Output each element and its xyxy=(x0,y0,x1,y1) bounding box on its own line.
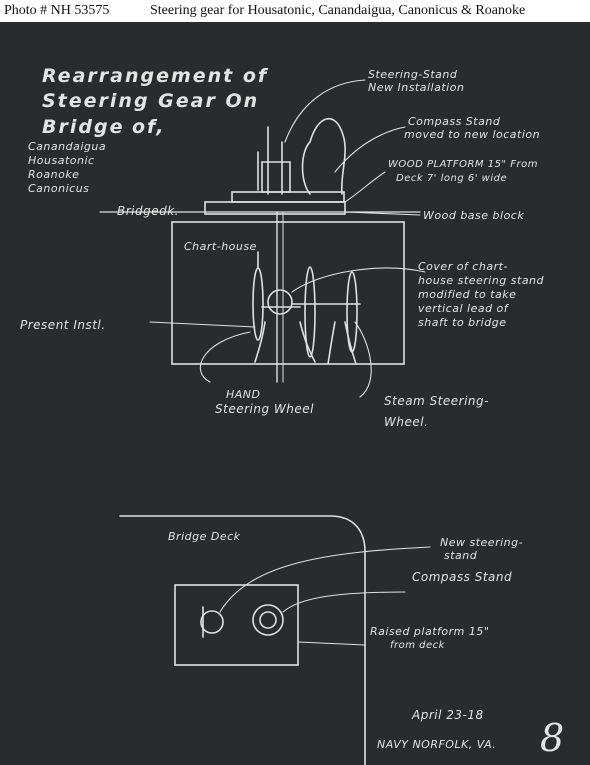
compass-stand-label: Compass Stand xyxy=(408,115,501,128)
navy-yard-label: NAVY NORFOLK, VA. xyxy=(377,738,497,751)
cover-label: modified to take xyxy=(418,288,517,301)
photo-number: Photo # NH 53575 xyxy=(4,3,110,18)
hand-wheel-sublabel: Steering Wheel xyxy=(215,402,314,416)
steering-stand-label: Steering-Stand xyxy=(368,68,458,81)
plan-view xyxy=(119,515,431,765)
ship-name: Roanoke xyxy=(28,168,80,181)
bridgedk-label: Bridgedk. xyxy=(117,204,179,218)
date-label: April 23-18 xyxy=(412,708,484,722)
ship-name: Housatonic xyxy=(28,154,95,167)
blueprint-photo: Rearrangement of Steering Gear On Bridge… xyxy=(0,22,590,765)
new-stand-label: New steering- xyxy=(440,536,524,549)
chart-house-elevation xyxy=(171,211,405,383)
chalk-drawing xyxy=(99,79,431,765)
wood-platform-label: WOOD PLATFORM 15" From xyxy=(388,159,538,170)
title-line-4: of, xyxy=(132,116,166,138)
title-line-1: Rearrangement of xyxy=(42,65,269,87)
cover-label: vertical lead of xyxy=(418,302,509,315)
sheet-number: 8 xyxy=(540,716,565,760)
wood-base-block-label: Wood base block xyxy=(423,209,525,222)
raised-platform-label: Raised platform 15" xyxy=(370,625,490,638)
compass-stand-sublabel: moved to new location xyxy=(404,128,541,141)
steam-wheel-label: Steam Steering- xyxy=(384,394,489,408)
cover-label: Cover of chart- xyxy=(418,260,508,273)
cover-label: house steering stand xyxy=(418,274,545,287)
new-stand-sublabel: stand xyxy=(444,549,478,562)
title-line-2: Steering Gear On xyxy=(42,90,260,112)
steam-wheel-sublabel: Wheel. xyxy=(384,415,429,429)
compass-stand-plan-label: Compass Stand xyxy=(412,570,513,584)
present-instl-label: Present Instl. xyxy=(20,318,106,332)
steering-stand-sublabel: New Installation xyxy=(368,81,465,94)
bridge-deck-label: Bridge Deck xyxy=(168,530,241,543)
ship-name: Canandaigua xyxy=(28,140,107,153)
title-line-3: Bridge xyxy=(42,116,125,138)
hand-wheel-label: HAND xyxy=(226,388,261,401)
ship-name: Canonicus xyxy=(28,182,90,195)
photo-caption: Photo # NH 53575 Steering gear for Housa… xyxy=(0,0,590,22)
platform-elevation xyxy=(99,117,421,215)
cover-label: shaft to bridge xyxy=(418,316,507,329)
raised-platform-sublabel: from deck xyxy=(390,640,445,651)
wood-platform-sublabel: Deck 7' long 6' wide xyxy=(396,173,508,184)
photo-description: Steering gear for Housatonic, Canandaigu… xyxy=(150,3,526,18)
chart-house-label: Chart-house xyxy=(184,240,257,253)
leader-lines xyxy=(149,79,426,398)
